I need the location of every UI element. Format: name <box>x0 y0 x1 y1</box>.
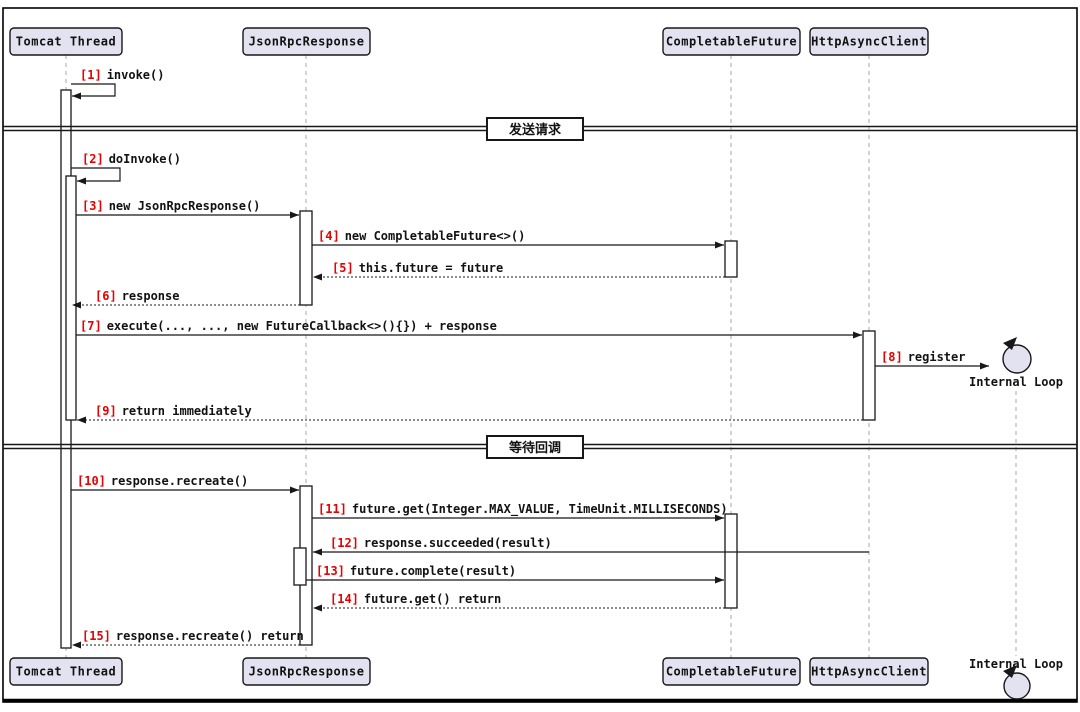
message-label: [12]response.succeeded(result) <box>330 536 552 550</box>
participant-tomcat-thread-bottom: Tomcat Thread <box>9 657 123 686</box>
message-2-doinvoke: [2]doInvoke() <box>71 152 181 185</box>
divider-send-request: 发送请求 <box>3 117 1077 141</box>
message-label: [8]register <box>881 350 965 364</box>
message-label: [10]response.recreate() <box>77 474 248 488</box>
activation-jsonrpc-nested <box>293 547 307 586</box>
participants-top: Tomcat Thread JsonRpcResponse Completabl… <box>9 27 929 56</box>
message-label: [4]new CompletableFuture<>() <box>318 229 525 243</box>
participant-label: CompletableFuture <box>666 665 797 679</box>
participant-label: JsonRpcResponse <box>249 665 365 679</box>
participant-box <box>662 657 801 686</box>
message-label: [15]response.recreate() return <box>82 629 304 643</box>
message-11-future-get: [11]future.get(Integer.MAX_VALUE, TimeUn… <box>312 502 728 522</box>
message-9-return-immediately: [9]return immediately <box>77 404 863 424</box>
control-arrow-icon <box>1003 665 1017 678</box>
divider-wait-callback: 等待回调 <box>3 435 1077 459</box>
message-label: [14]future.get() return <box>330 592 501 606</box>
control-circle-icon <box>1002 344 1032 374</box>
activation-jsonrpc-1 <box>299 210 313 306</box>
participant-box <box>809 27 929 56</box>
control-internal-loop-bottom: Internal Loop <box>969 657 1063 700</box>
control-label: Internal Loop <box>969 657 1063 671</box>
message-1-invoke: [1]invoke() <box>71 68 164 100</box>
message-12-response-succeeded: [12]response.succeeded(result) <box>313 536 869 556</box>
participant-tomcat-thread-top: Tomcat Thread <box>9 27 123 56</box>
divider-label: 等待回调 <box>508 440 561 456</box>
activation-bars <box>60 89 876 649</box>
message-13-future-complete: [13]future.complete(result) <box>306 564 724 584</box>
participant-box <box>242 657 371 686</box>
message-label: [7]execute(..., ..., new FutureCallback<… <box>80 319 497 333</box>
participant-box <box>662 27 801 56</box>
participant-box <box>9 27 123 56</box>
message-6-response: [6]response <box>72 289 300 309</box>
participant-label: CompletableFuture <box>666 35 797 49</box>
activation-httpasyncclient <box>862 330 876 421</box>
message-15-response-recreate-return: [15]response.recreate() return <box>72 629 304 649</box>
message-8-register: [8]register <box>875 350 989 370</box>
divider-box <box>486 435 584 459</box>
control-circle-icon <box>1003 672 1031 700</box>
message-label: [9]return immediately <box>95 404 252 418</box>
participant-label: Tomcat Thread <box>16 35 116 49</box>
message-3-new-jsonrpcresponse: [3]new JsonRpcResponse() <box>76 199 299 219</box>
participant-box <box>809 657 929 686</box>
message-label: [6]response <box>95 289 179 303</box>
message-5-this-future: [5]this.future = future <box>313 261 725 281</box>
participant-httpasyncclient-top: HttpAsyncClient <box>809 27 929 56</box>
control-internal-loop-top: Internal Loop <box>969 337 1063 389</box>
control-label: Internal Loop <box>969 375 1063 389</box>
message-arrow <box>71 83 116 100</box>
participant-label: JsonRpcResponse <box>249 35 365 49</box>
divider-label: 发送请求 <box>508 122 562 138</box>
activation-completablefuture-1 <box>724 240 738 278</box>
divider-box <box>486 117 584 141</box>
activation-completablefuture-2 <box>724 513 738 609</box>
control-arrow-icon <box>1003 337 1017 350</box>
participant-label: HttpAsyncClient <box>811 665 927 679</box>
participant-jsonrpcresponse-bottom: JsonRpcResponse <box>242 657 371 686</box>
participant-box <box>242 27 371 56</box>
message-7-execute: [7]execute(..., ..., new FutureCallback<… <box>76 319 862 339</box>
participant-completablefuture-bottom: CompletableFuture <box>662 657 801 686</box>
message-10-response-recreate: [10]response.recreate() <box>71 474 299 494</box>
participant-label: Tomcat Thread <box>16 665 116 679</box>
participant-box <box>9 657 123 686</box>
participants-bottom: Tomcat Thread JsonRpcResponse Completabl… <box>9 657 929 686</box>
participant-jsonrpcresponse-top: JsonRpcResponse <box>242 27 371 56</box>
message-arrow <box>71 167 121 185</box>
message-label: [1]invoke() <box>80 68 164 82</box>
message-label: [3]new JsonRpcResponse() <box>82 199 260 213</box>
message-label: [11]future.get(Integer.MAX_VALUE, TimeUn… <box>318 502 728 517</box>
message-14-future-get-return: [14]future.get() return <box>313 592 725 612</box>
message-4-new-completablefuture: [4]new CompletableFuture<>() <box>312 229 724 249</box>
activation-tomcat-nested <box>65 175 77 421</box>
messages: [1]invoke() [2]doInvoke() [3]new JsonRpc… <box>71 68 989 649</box>
participant-httpasyncclient-bottom: HttpAsyncClient <box>809 657 929 686</box>
message-label: [13]future.complete(result) <box>316 564 516 578</box>
participant-completablefuture-top: CompletableFuture <box>662 27 801 56</box>
participant-label: HttpAsyncClient <box>811 35 927 49</box>
message-label: [2]doInvoke() <box>82 152 181 166</box>
message-label: [5]this.future = future <box>332 261 503 275</box>
